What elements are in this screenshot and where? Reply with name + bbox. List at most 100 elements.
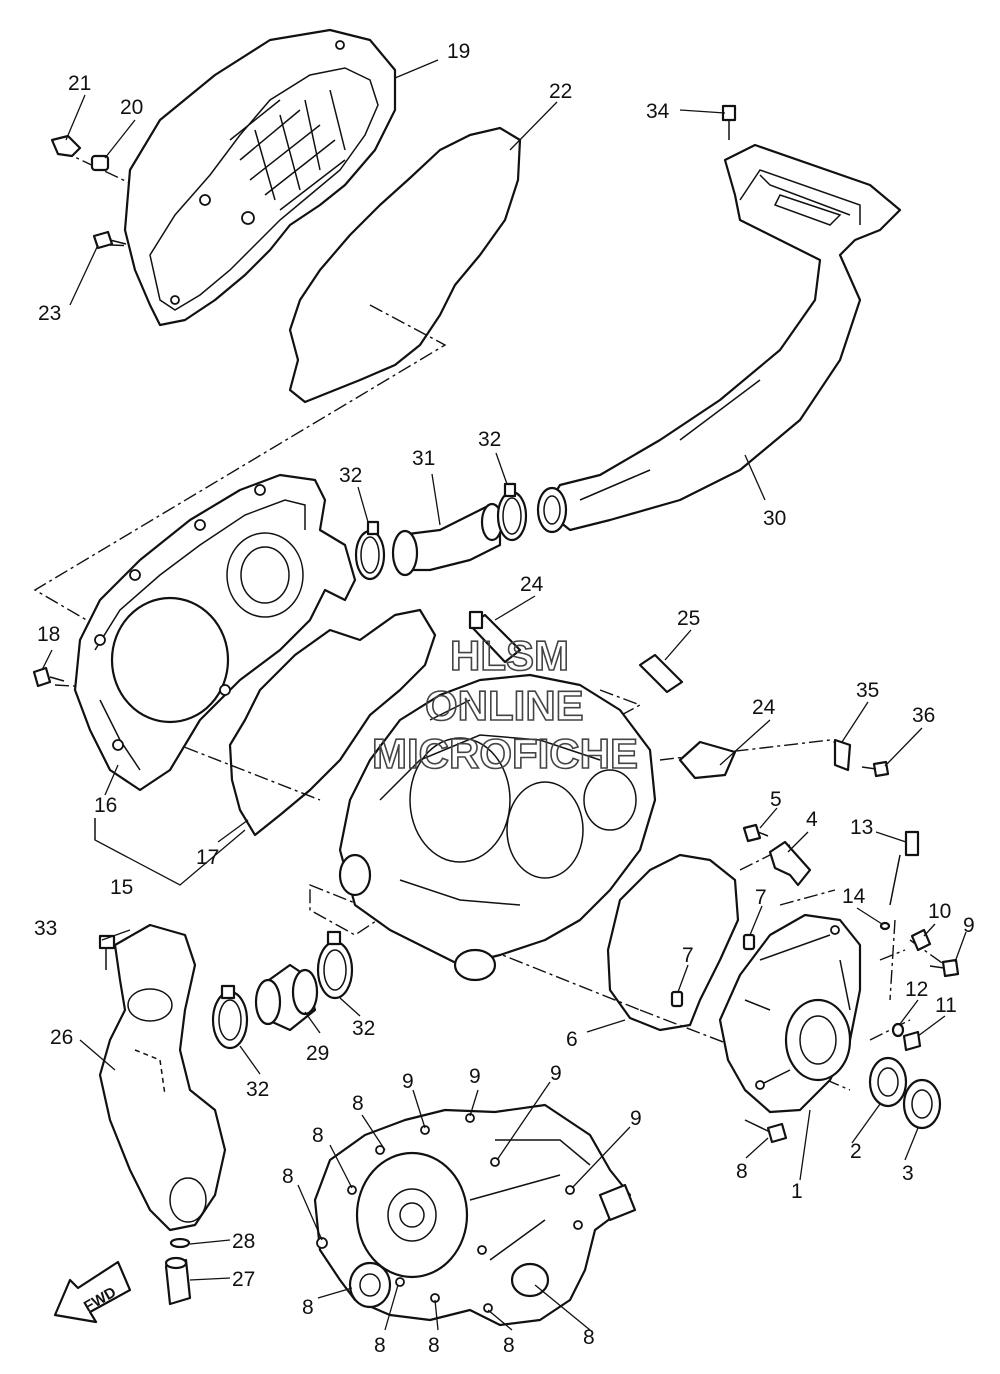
callout-33: 33 [34,917,57,940]
seal-3 [902,1078,942,1130]
gasket-17 [228,608,437,837]
callout-36: 36 [912,704,935,727]
callout-26: 26 [50,1026,73,1049]
bolt-5 [742,823,769,843]
callout-9-d: 9 [630,1107,642,1130]
callout-32-lower-left: 32 [246,1078,269,1101]
crankcase-left [313,1103,637,1327]
callout-23: 23 [38,302,61,325]
watermark-line2: ONLINE [425,682,584,729]
bolt-8-right [744,1119,788,1144]
plug-27 [164,1256,192,1306]
breather-24-a [468,610,522,664]
callout-10: 10 [928,900,951,923]
callout-7-upper: 7 [755,886,767,909]
callout-2: 2 [850,1140,862,1163]
callout-8-g: 8 [503,1334,515,1357]
callout-8-b: 8 [312,1124,324,1147]
callout-9-c: 9 [550,1062,562,1085]
bearing-2 [868,1056,908,1108]
callout-28: 28 [232,1230,255,1253]
callout-17: 17 [196,846,219,869]
duct-26 [98,923,227,1232]
crankcase-cover-1 [718,913,862,1114]
callout-14: 14 [842,885,866,908]
bracket-35 [833,738,852,772]
watermark-line3: MICROFICHE [372,730,638,777]
callout-8-e: 8 [374,1334,386,1357]
callout-9-a: 9 [402,1070,414,1093]
callout-35: 35 [856,679,879,702]
callout-19: 19 [447,40,470,63]
callout-15: 15 [110,876,133,899]
callout-29: 29 [306,1042,329,1065]
bolt-36 [861,760,890,778]
callout-20: 20 [120,96,143,119]
callout-4: 4 [806,808,818,831]
callouts: 19 22 34 21 20 23 30 32 31 32 24 25 24 3… [34,40,975,1357]
plate-4 [768,840,812,887]
callout-24-right: 24 [752,696,776,719]
watermark: HLSM ONLINE MICROFICHE [371,631,639,778]
callout-8-d: 8 [302,1296,314,1319]
bolt-23 [92,230,127,250]
callout-32-top-left: 32 [339,464,362,487]
callout-16: 16 [94,794,117,817]
dowel-7-a [742,933,756,951]
bolt-34 [721,104,737,140]
callout-22: 22 [549,80,572,103]
bolt-18 [32,666,65,688]
clamp-32-b [496,482,528,542]
dipstick-13 [889,830,920,906]
callout-21: 21 [68,72,91,95]
callout-8-f: 8 [428,1334,440,1357]
oring-12 [891,1022,905,1038]
duct-30 [536,143,902,534]
callout-6: 6 [566,1028,578,1051]
joint-29 [254,963,319,1032]
callout-7-lower: 7 [682,944,694,967]
callout-3: 3 [902,1162,914,1185]
callout-8-c: 8 [282,1165,294,1188]
callout-18: 18 [37,623,60,646]
callout-32-lower-right: 32 [352,1017,375,1040]
leader-lines [41,59,967,1331]
bolt-9-right [929,958,960,978]
forward-arrow-icon: FWD [53,1260,132,1324]
callout-1: 1 [791,1180,803,1203]
callout-27: 27 [232,1268,255,1291]
clamp-32-a [354,520,386,581]
clip-28 [169,1237,191,1249]
watermark-line1: HLSM [450,632,569,679]
pipe-25 [638,653,684,694]
callout-11: 11 [935,994,957,1017]
grommet-20 [90,154,110,172]
callout-9-b: 9 [469,1065,481,1088]
callout-5: 5 [770,788,782,811]
callout-34: 34 [646,100,670,123]
callout-12: 12 [905,978,928,1001]
clamp-32-d [316,930,354,1000]
callout-32-top-right: 32 [478,428,501,451]
clip-21 [50,134,82,158]
breather-24-b [678,740,737,780]
bolt-33 [98,934,116,970]
crankcase [338,673,657,982]
callout-9-right: 9 [963,914,975,937]
callout-8-right: 8 [736,1160,748,1183]
oring-14 [879,921,891,931]
gasket-6 [606,853,740,1032]
outer-cover-19 [123,28,397,327]
callout-30: 30 [763,507,786,530]
callout-24-top: 24 [520,573,544,596]
clamp-32-c [211,984,249,1050]
hose-31 [391,502,504,577]
plug-11 [902,1030,922,1052]
inner-cover-16 [73,473,357,792]
dowel-7-b [670,990,684,1008]
callout-8-h: 8 [583,1326,595,1349]
callout-25: 25 [677,607,700,630]
callout-13: 13 [850,816,873,839]
